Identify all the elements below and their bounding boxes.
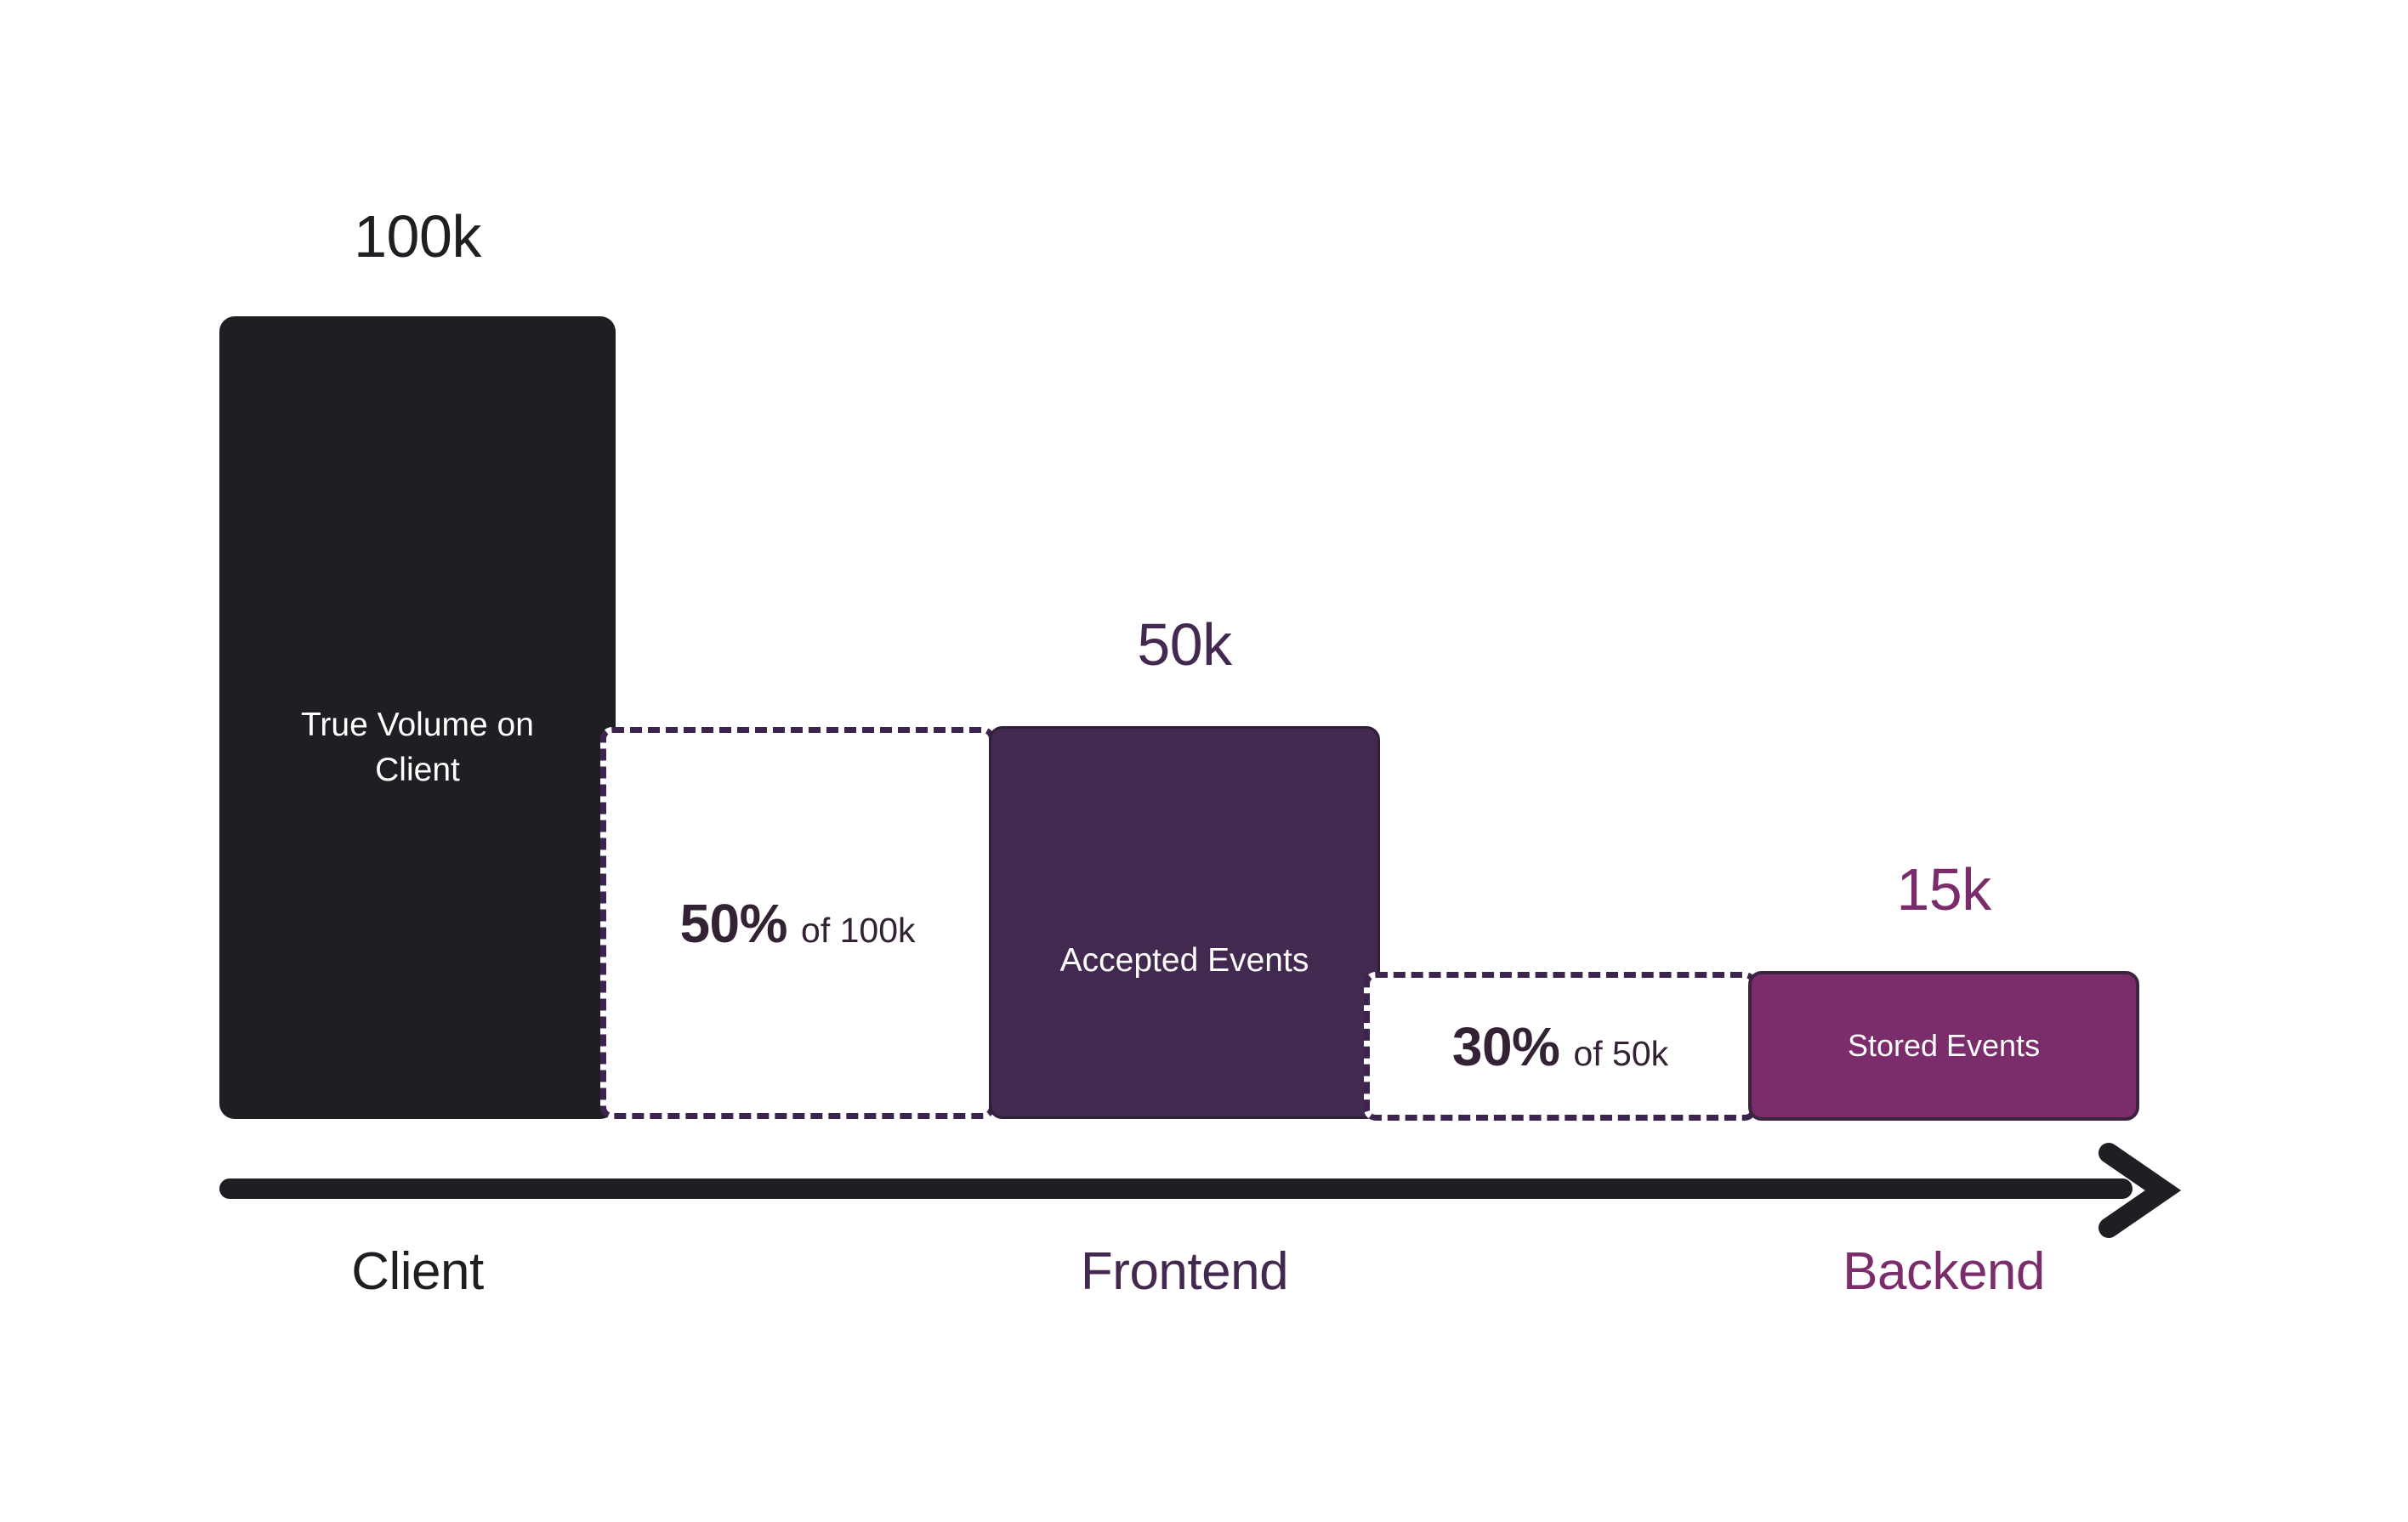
dropoff-percent-client-to-frontend: 50% [679, 892, 788, 954]
arrow-right-icon [2098, 1143, 2182, 1238]
axis-label-frontend: Frontend [1080, 1242, 1289, 1301]
bar-backend[interactable]: Stored Events [1748, 971, 2139, 1121]
dropoff-box-client-to-frontend[interactable]: 50% of 100k [600, 727, 995, 1119]
bar-frontend-label: Accepted Events [1059, 941, 1309, 979]
axis-label-backend: Backend [1843, 1242, 2045, 1301]
axis-line [219, 1178, 2133, 1199]
value-label-frontend: 50k [1137, 611, 1232, 678]
dropoff-percent-frontend-to-backend: 30% [1451, 1015, 1560, 1077]
dropoff-box-frontend-to-backend[interactable]: 30% of 50k [1364, 972, 1757, 1121]
dropoff-text-frontend-to-backend: 30% of 50k [1452, 1015, 1668, 1078]
bar-client-label: True Volume on Client [301, 707, 534, 788]
dropoff-text-client-to-frontend: 50% of 100k [679, 892, 915, 955]
bar-frontend[interactable]: Accepted Events [989, 726, 1380, 1119]
axis-label-client: Client [351, 1242, 484, 1301]
value-label-backend: 15k [1896, 856, 1991, 923]
value-label-client: 100k [354, 203, 481, 270]
dropoff-base-frontend-to-backend: of 50k [1573, 1033, 1669, 1073]
bar-client[interactable]: True Volume on Client [219, 316, 616, 1119]
dropoff-base-client-to-frontend: of 100k [801, 910, 916, 950]
bar-backend-label: Stored Events [1847, 1027, 2041, 1063]
